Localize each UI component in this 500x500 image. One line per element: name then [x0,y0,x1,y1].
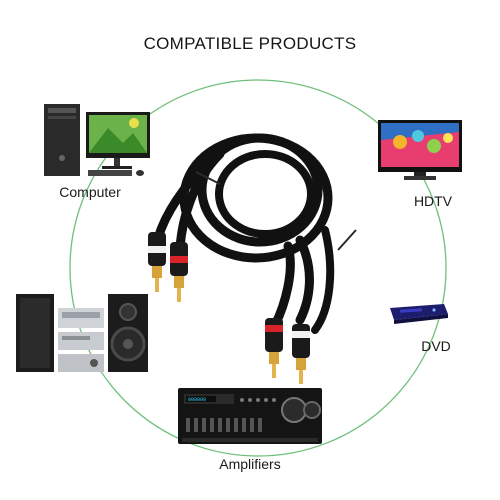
desktop-computer-icon [44,104,150,176]
dvd-player-icon [390,304,448,324]
dvd-label: DVD [421,338,451,354]
hdtv-label: HDTV [413,193,453,209]
flat-tv-icon [378,120,462,180]
amplifiers-label: Amplifiers [219,456,281,472]
computer-label: Computer [59,184,121,200]
amp-display-text: 000000 [188,397,206,403]
audio-amplifier-icon: 000000 [178,388,322,444]
stereo-speaker-system-icon [16,294,148,372]
page-title: COMPATIBLE PRODUCTS [143,34,357,53]
rca-cable-icon [148,133,357,384]
